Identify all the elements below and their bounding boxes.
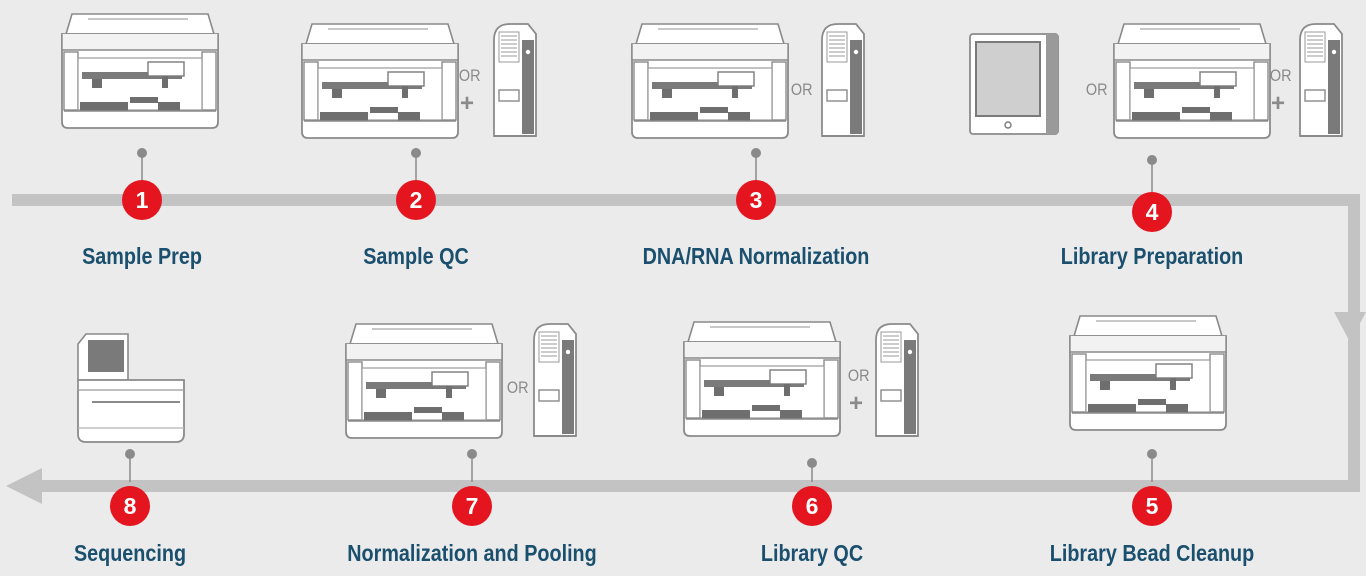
step-4-label: Library Preparation bbox=[1060, 243, 1244, 269]
step-7-or-label: OR bbox=[506, 378, 529, 397]
step-7-analyzer-tower-icon bbox=[533, 323, 577, 437]
step-6-analyzer-tower-icon bbox=[875, 323, 919, 437]
step-3-label: DNA/RNA Normalization bbox=[642, 243, 870, 269]
track-arrowhead-down bbox=[1334, 312, 1366, 342]
step-8-number: 8 bbox=[123, 493, 137, 519]
step-7-liquid-handler-icon bbox=[345, 323, 503, 439]
step-1-number: 1 bbox=[135, 187, 149, 213]
step-7-label: Normalization and Pooling bbox=[347, 540, 597, 566]
workflow-track bbox=[12, 194, 1360, 492]
step-1-label: Sample Prep bbox=[82, 243, 202, 269]
step-3-or-label: OR bbox=[790, 80, 813, 99]
step-6-badge bbox=[792, 486, 832, 526]
step-8-sequencer-icon bbox=[77, 333, 185, 443]
step-8-badge bbox=[110, 486, 150, 526]
step-2-or-label: OR bbox=[458, 66, 481, 85]
step-5-liquid-handler-icon bbox=[1069, 315, 1227, 431]
step-4-badge bbox=[1132, 192, 1172, 232]
step-2-badge bbox=[396, 180, 436, 220]
step-2-label: Sample QC bbox=[363, 243, 469, 269]
step-3-badge bbox=[736, 180, 776, 220]
step-7-number: 7 bbox=[465, 493, 479, 519]
step-6-liquid-handler-icon bbox=[683, 321, 841, 437]
step-6-number: 6 bbox=[805, 493, 819, 519]
step-5-badge bbox=[1132, 486, 1172, 526]
step-7-badge bbox=[452, 486, 492, 526]
step-5-number: 5 bbox=[1145, 493, 1159, 519]
step-4-number: 4 bbox=[1145, 199, 1159, 225]
step-3-liquid-handler-icon bbox=[631, 23, 789, 139]
step-3-number: 3 bbox=[749, 187, 763, 213]
track-arrowhead-left bbox=[6, 468, 42, 504]
step-6-plus-sign: + bbox=[849, 390, 864, 417]
step-2-number: 2 bbox=[409, 187, 423, 213]
step-6-or-label: OR bbox=[847, 366, 870, 385]
step-2-liquid-handler-icon bbox=[301, 23, 459, 139]
step-4-analyzer-tower-icon bbox=[1299, 23, 1343, 137]
step-4-monitor-icon bbox=[969, 33, 1059, 135]
step-8-label: Sequencing bbox=[73, 540, 187, 566]
step-1-badge bbox=[122, 180, 162, 220]
step-4-or-label-2: OR bbox=[1269, 66, 1292, 85]
step-4-plus-sign: + bbox=[1271, 90, 1286, 117]
step-5-label: Library Bead Cleanup bbox=[1049, 540, 1255, 566]
step-6-label: Library QC bbox=[760, 540, 864, 566]
step-1-liquid-handler-icon bbox=[61, 13, 219, 129]
step-3-analyzer-tower-icon bbox=[821, 23, 865, 137]
step-4-or-label-1: OR bbox=[1085, 80, 1108, 99]
step-4-liquid-handler-icon bbox=[1113, 23, 1271, 139]
step-2-analyzer-tower-icon bbox=[493, 23, 537, 137]
step-2-plus-sign: + bbox=[460, 90, 475, 117]
